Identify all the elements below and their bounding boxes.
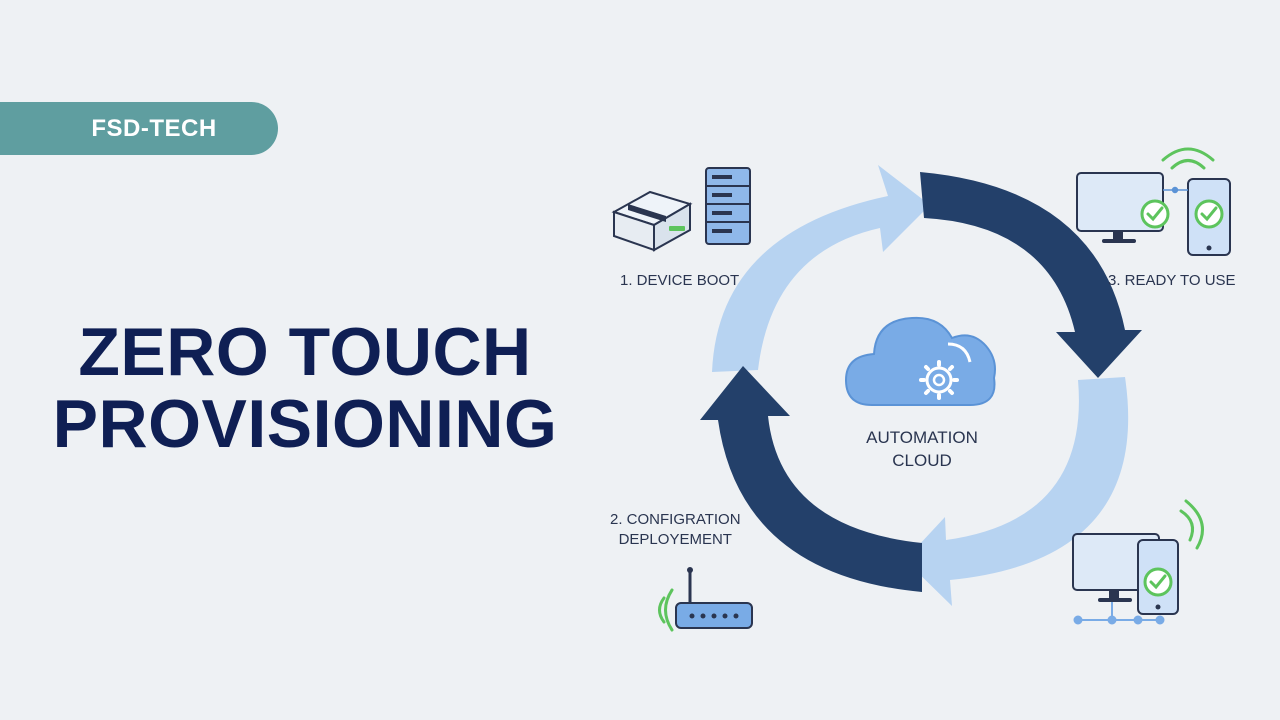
title-line-2: PROVISIONING	[52, 386, 558, 462]
gear-icon	[919, 360, 959, 400]
cycle-arrows	[700, 165, 1142, 606]
step-2-label-line-1: 2. CONFIGRATION	[610, 511, 741, 528]
provisioning-cycle-diagram	[611, 147, 1231, 632]
arrow-to-top-light	[712, 165, 930, 372]
router-icon	[675, 567, 753, 629]
network-nodes-icon	[1073, 602, 1165, 625]
cloud-icon	[844, 316, 996, 406]
arrow-to-left-dark	[700, 366, 922, 592]
step-1-label: 1. DEVICE BOOT	[620, 272, 740, 289]
check-icon	[1140, 199, 1224, 229]
wifi-icon-2	[1179, 499, 1204, 550]
step-2-label-line-2: DEPLOYEMENT	[618, 531, 732, 548]
center-label-line-2: CLOUD	[892, 451, 952, 470]
wifi-icon	[1161, 147, 1215, 170]
title-line-1: ZERO TOUCH	[78, 314, 532, 390]
step-2-label: 2. CONFIGRATION DEPLOYEMENT	[610, 510, 741, 550]
server-rack-icon	[705, 167, 751, 245]
brand-badge: FSD-TECH	[0, 102, 278, 155]
center-label: AUTOMATION CLOUD	[852, 426, 992, 472]
arrow-to-bottom-light	[905, 377, 1129, 606]
router-wifi-icon	[658, 588, 674, 632]
brand-label: FSD-TECH	[91, 114, 217, 142]
arrow-to-right-dark	[920, 172, 1142, 378]
check-icon-2	[1143, 567, 1173, 597]
center-label-line-1: AUTOMATION	[866, 428, 978, 447]
page-title: ZERO TOUCH PROVISIONING	[0, 316, 610, 460]
step-3-label: 3. READY TO USE	[1108, 272, 1236, 289]
network-connector-icon	[1163, 186, 1188, 194]
device-box-icon	[611, 190, 693, 252]
